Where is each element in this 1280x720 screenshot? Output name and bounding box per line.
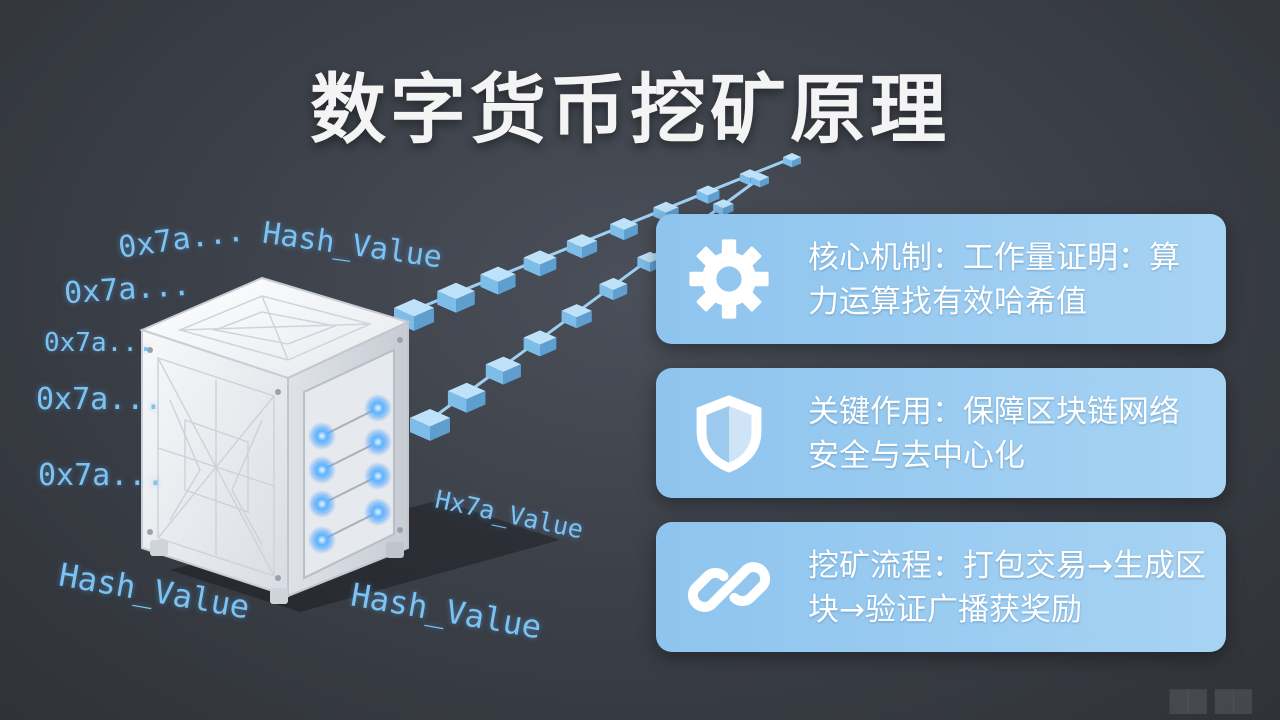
hash-label-left-5: 0x7a... (38, 458, 165, 493)
gear-icon (689, 239, 769, 319)
chain-block (480, 266, 516, 295)
rig-front-pattern (157, 357, 275, 577)
chain-link-icon (687, 562, 771, 612)
rig-screw (147, 529, 153, 535)
rig-screw (275, 575, 281, 581)
chain-block (485, 356, 521, 385)
led-light (308, 490, 336, 518)
mining-rig (139, 276, 411, 604)
rig-screw (147, 347, 153, 353)
chain-block (523, 250, 557, 277)
watermark: ▇▇ ▇▇ (1169, 686, 1252, 714)
rig-foot (270, 588, 288, 604)
card-mining-process-text: 挖矿流程：打包交易→生成区块→验证广播获奖励 (808, 548, 1206, 628)
chain-block (696, 185, 720, 204)
led-light (364, 462, 392, 490)
chain-block (713, 199, 734, 216)
card-mining-process: 挖矿流程：打包交易→生成区块→验证广播获奖励 (656, 522, 1226, 652)
chain-block (751, 173, 769, 188)
rig-screw (397, 527, 403, 533)
rig-top-pattern (177, 295, 373, 361)
card-core-mechanism-text: 核心机制：工作量证明：算力运算找有效哈希值 (808, 240, 1180, 320)
chain-block (610, 217, 638, 241)
led-light (308, 456, 336, 484)
led-light (364, 498, 392, 526)
chain-block (447, 382, 486, 413)
rig-foot (386, 542, 404, 558)
chain-block (561, 304, 592, 329)
rig-foot (150, 540, 168, 556)
card-key-role: 关键作用：保障区块链网络安全与去中心化 (656, 368, 1226, 498)
rig-screw (397, 337, 403, 343)
rig-screw (275, 389, 281, 395)
chain-block (566, 234, 598, 259)
card-core-mechanism: 核心机制：工作量证明：算力运算找有效哈希值 (656, 214, 1226, 344)
card-key-role-text: 关键作用：保障区块链网络安全与去中心化 (808, 394, 1180, 474)
hash-label-left-3: 0x7a... (44, 328, 154, 358)
led-light (308, 422, 336, 450)
chain-block (437, 282, 475, 313)
hash-label-left-4: 0x7a... (36, 382, 163, 417)
page-title: 数字货币挖矿原理 (310, 65, 950, 154)
led-light (308, 526, 336, 554)
shield-icon (696, 395, 762, 473)
led-light (364, 428, 392, 456)
rig-led-panel (308, 394, 392, 554)
chain-block (783, 153, 801, 168)
chain-block (599, 277, 628, 301)
chain-block (523, 330, 557, 357)
led-light (364, 394, 392, 422)
chain-block (410, 409, 450, 441)
chain-link (413, 156, 793, 312)
